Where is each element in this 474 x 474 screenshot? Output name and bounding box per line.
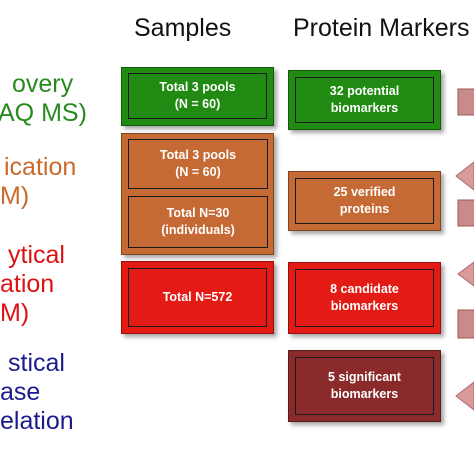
arrow-head-3-icon <box>457 261 474 287</box>
arrow-body-3-icon <box>457 309 474 339</box>
samples-header: Samples <box>134 14 232 42</box>
candidate-biomarkers-box: 8 candidate biomarkers <box>288 262 441 334</box>
protein-markers-header: Protein Markers <box>293 14 470 42</box>
potential-biomarkers-box: 32 potential biomarkers <box>288 70 441 130</box>
verification-samples-box: Total 3 pools (N = 60) Total N=30 (indiv… <box>121 133 274 255</box>
stage-discovery-label: overy AQ MS) <box>0 70 87 127</box>
arrow-body-2-icon <box>457 199 474 227</box>
stage-analytical-validation-label: ytical ation M) <box>0 241 65 327</box>
significant-biomarkers-box: 5 significant biomarkers <box>288 350 441 422</box>
validation-samples-box: Total N=572 <box>121 261 274 334</box>
arrow-body-1-icon <box>457 88 474 116</box>
stage-verification-label: ication M) <box>0 153 77 210</box>
arrow-head-4-icon <box>455 381 474 411</box>
verification-individuals-box: Total N=30 (individuals) <box>128 196 268 248</box>
verification-pools-box: Total 3 pools (N = 60) <box>128 139 268 189</box>
verified-proteins-box: 25 verified proteins <box>288 171 441 231</box>
discovery-samples-box: Total 3 pools (N = 60) <box>121 67 274 126</box>
arrow-head-2-icon <box>455 161 474 191</box>
stage-statistical-label: stical ase elation <box>0 349 74 435</box>
